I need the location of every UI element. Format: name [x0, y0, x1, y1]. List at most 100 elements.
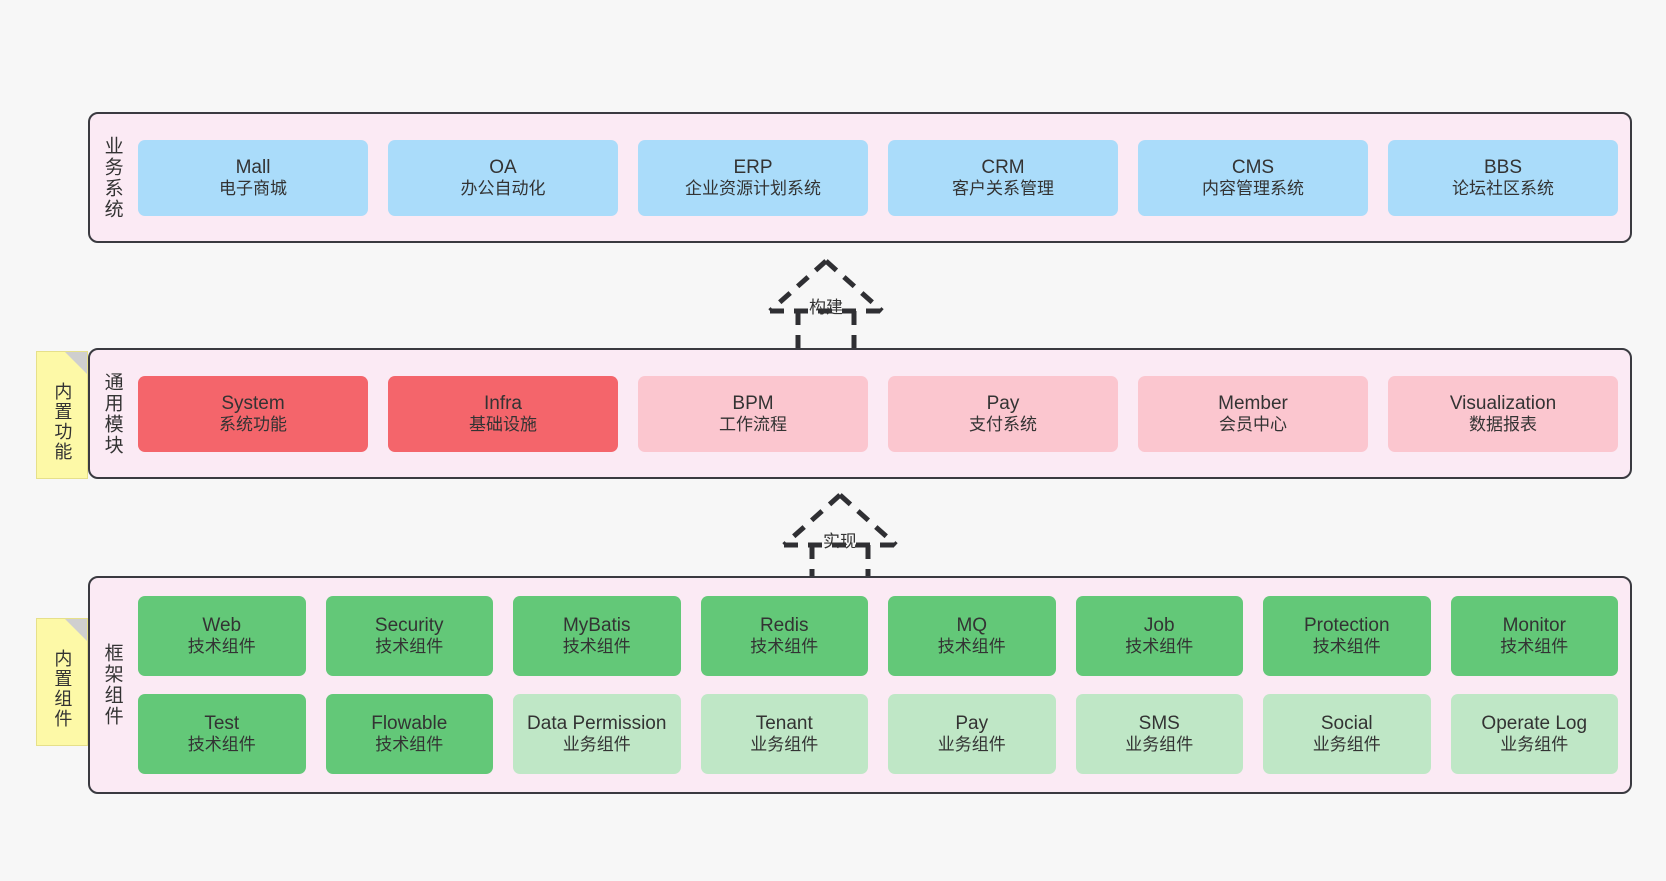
node-subtitle: 技术组件: [375, 735, 444, 755]
node-sms[interactable]: SMS 业务组件: [1075, 694, 1243, 774]
node-title: SMS: [1138, 713, 1180, 735]
node-visualization[interactable]: Visualization 数据报表: [1388, 375, 1618, 452]
node-subtitle: 技术组件: [1500, 637, 1569, 657]
node-subtitle: 业务组件: [1500, 735, 1569, 755]
node-web[interactable]: Web 技术组件: [138, 596, 306, 676]
node-title: MyBatis: [562, 615, 631, 637]
layer-body-framework-components: Web 技术组件 Security 技术组件 MyBatis 技术组件 Redi…: [134, 578, 1630, 792]
node-title: Infra: [483, 392, 523, 414]
node-rows: Web 技术组件 Security 技术组件 MyBatis 技术组件 Redi…: [138, 596, 1618, 774]
node-title: Protection: [1303, 615, 1390, 637]
node-subtitle: 技术组件: [375, 637, 444, 657]
node-subtitle: 技术组件: [1312, 637, 1381, 657]
node-subtitle: 电子商城: [219, 178, 287, 198]
node-bbs[interactable]: BBS 论坛社区系统: [1388, 139, 1618, 216]
layer-title-common-modules: 通用模块: [101, 371, 123, 456]
node-subtitle: 技术组件: [1125, 637, 1194, 657]
node-subtitle: 工作流程: [719, 414, 787, 434]
node-row: Mall 电子商城 OA 办公自动化 ERP 企业资源计划系统 CRM 客户关系…: [138, 139, 1618, 216]
node-subtitle: 技术组件: [937, 637, 1006, 657]
node-pay-module[interactable]: Pay 支付系统: [888, 375, 1118, 452]
note-builtin-components: 内置组件: [36, 618, 88, 746]
connector-label: 实现: [823, 532, 857, 551]
node-monitor[interactable]: Monitor 技术组件: [1450, 596, 1618, 676]
node-operate-log[interactable]: Operate Log 业务组件: [1450, 694, 1618, 774]
node-subtitle: 业务组件: [1125, 735, 1194, 755]
node-subtitle: 客户关系管理: [952, 178, 1054, 198]
node-title: Pay: [986, 392, 1020, 414]
node-mall[interactable]: Mall 电子商城: [138, 139, 368, 216]
node-rows: System 系统功能 Infra 基础设施 BPM 工作流程 Pay 支付系统: [138, 375, 1618, 452]
node-row-business: Test 技术组件 Flowable 技术组件 Data Permission …: [138, 694, 1618, 774]
node-test[interactable]: Test 技术组件: [138, 694, 306, 774]
node-bpm[interactable]: BPM 工作流程: [638, 375, 868, 452]
node-title: BPM: [732, 392, 774, 414]
node-job[interactable]: Job 技术组件: [1075, 596, 1243, 676]
layer-title-business-systems: 业务系统: [101, 135, 123, 220]
connector-build: 构建: [736, 253, 916, 357]
node-flowable[interactable]: Flowable 技术组件: [325, 694, 493, 774]
node-cms[interactable]: CMS 内容管理系统: [1138, 139, 1368, 216]
node-title: Monitor: [1502, 615, 1566, 637]
node-data-permission[interactable]: Data Permission 业务组件: [513, 694, 681, 774]
node-erp[interactable]: ERP 企业资源计划系统: [638, 139, 868, 216]
node-pay-component[interactable]: Pay 业务组件: [888, 694, 1056, 774]
node-title: Web: [202, 615, 242, 637]
node-oa[interactable]: OA 办公自动化: [388, 139, 618, 216]
node-title: Flowable: [371, 713, 448, 735]
node-subtitle: 数据报表: [1469, 414, 1537, 434]
node-social[interactable]: Social 业务组件: [1263, 694, 1431, 774]
layer-business-systems: 业务系统 Mall 电子商城 OA 办公自动化 ERP 企业资源计划系统: [88, 112, 1632, 243]
node-subtitle: 业务组件: [562, 735, 631, 755]
node-subtitle: 支付系统: [969, 414, 1037, 434]
layer-framework-components: 框架组件 Web 技术组件 Security 技术组件 MyBatis 技术组件: [88, 576, 1632, 794]
node-subtitle: 系统功能: [219, 414, 287, 434]
note-text: 内置功能: [52, 382, 73, 462]
note-text: 内置组件: [52, 649, 73, 729]
node-rows: Mall 电子商城 OA 办公自动化 ERP 企业资源计划系统 CRM 客户关系…: [138, 139, 1618, 216]
node-title: Mall: [235, 156, 271, 178]
node-mq[interactable]: MQ 技术组件: [888, 596, 1056, 676]
node-subtitle: 业务组件: [1312, 735, 1381, 755]
node-infra[interactable]: Infra 基础设施: [388, 375, 618, 452]
node-subtitle: 技术组件: [187, 735, 256, 755]
node-subtitle: 内容管理系统: [1202, 178, 1304, 198]
layer-body-business-systems: Mall 电子商城 OA 办公自动化 ERP 企业资源计划系统 CRM 客户关系…: [134, 114, 1630, 241]
node-title: System: [221, 392, 285, 414]
node-title: CMS: [1231, 156, 1275, 178]
node-title: Member: [1218, 392, 1288, 414]
node-subtitle: 业务组件: [750, 735, 819, 755]
node-title: Operate Log: [1481, 713, 1588, 735]
node-subtitle: 论坛社区系统: [1452, 178, 1554, 198]
node-subtitle: 技术组件: [187, 637, 256, 657]
node-system[interactable]: System 系统功能: [138, 375, 368, 452]
node-security[interactable]: Security 技术组件: [325, 596, 493, 676]
node-title: BBS: [1483, 156, 1523, 178]
node-protection[interactable]: Protection 技术组件: [1263, 596, 1431, 676]
node-title: ERP: [733, 156, 773, 178]
node-title: OA: [489, 156, 517, 178]
node-subtitle: 企业资源计划系统: [685, 178, 821, 198]
node-title: Security: [374, 615, 444, 637]
node-crm[interactable]: CRM 客户关系管理: [888, 139, 1118, 216]
node-title: Pay: [955, 713, 989, 735]
layer-title-framework-components: 框架组件: [101, 643, 123, 727]
node-title: Data Permission: [527, 713, 667, 735]
connector-label: 构建: [809, 298, 843, 317]
node-title: Visualization: [1449, 392, 1557, 414]
node-title: Test: [204, 713, 240, 735]
node-subtitle: 办公自动化: [460, 178, 546, 198]
connector-realize: 实现: [750, 487, 930, 591]
layer-common-modules: 通用模块 System 系统功能 Infra 基础设施 BPM 工作流程: [88, 348, 1632, 479]
node-mybatis[interactable]: MyBatis 技术组件: [513, 596, 681, 676]
node-member[interactable]: Member 会员中心: [1138, 375, 1368, 452]
node-title: Tenant: [755, 713, 813, 735]
node-tenant[interactable]: Tenant 业务组件: [700, 694, 868, 774]
layer-body-common-modules: System 系统功能 Infra 基础设施 BPM 工作流程 Pay 支付系统: [134, 350, 1630, 477]
node-title: MQ: [956, 615, 988, 637]
node-row-technical: Web 技术组件 Security 技术组件 MyBatis 技术组件 Redi…: [138, 596, 1618, 676]
node-title: CRM: [981, 156, 1025, 178]
node-subtitle: 技术组件: [750, 637, 819, 657]
node-redis[interactable]: Redis 技术组件: [700, 596, 868, 676]
